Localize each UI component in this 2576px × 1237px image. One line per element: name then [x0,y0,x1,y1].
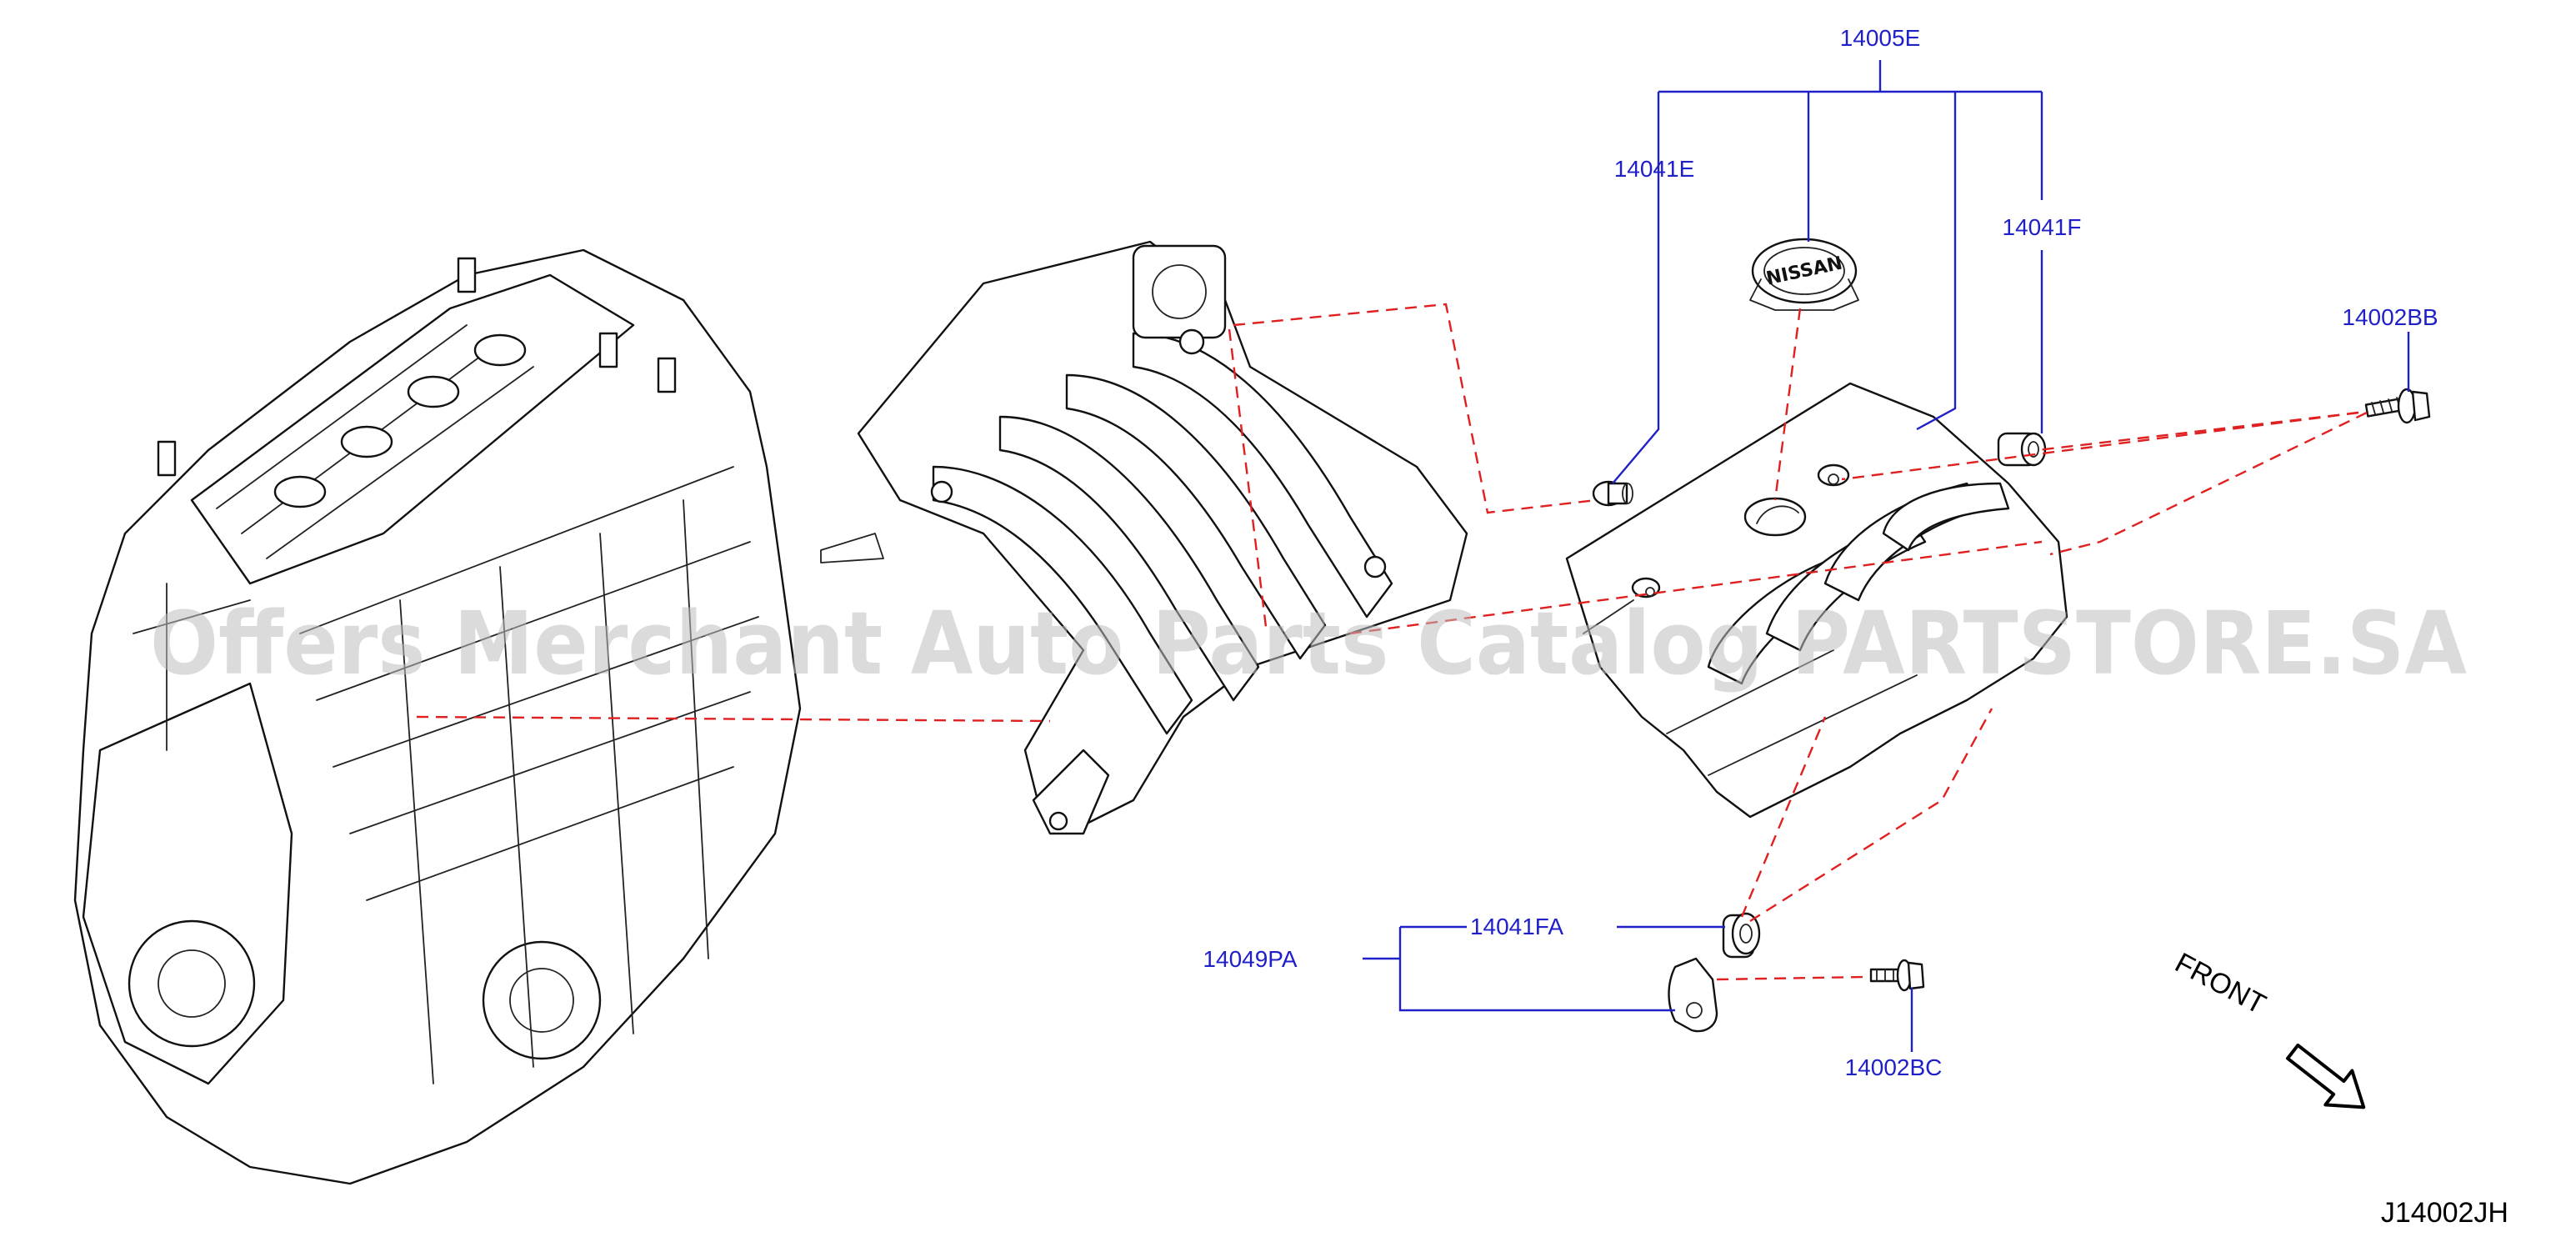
bolt-14002bc [1869,959,1925,992]
watermark-text: Offers Merchant Auto Parts Catalog PARTS… [150,593,2467,694]
part-labels: 14005E 14041E 14041F 14002BB 14041FA 140… [1203,25,2438,1080]
grommet-14041fa [1722,912,1761,959]
leader-lines [1363,60,2410,1052]
front-label: FRONT [2170,947,2271,1021]
diagram-code: J14002JH [2381,1197,2508,1229]
label-14041fa[interactable]: 14041FA [1470,914,1563,939]
assembly-dashed-lines [416,303,2368,981]
label-14002bb[interactable]: 14002BB [2342,304,2438,330]
grommet-14041f [1997,432,2047,467]
bolt-14002bb [2364,388,2431,424]
label-14005e[interactable]: 14005E [1840,25,1921,51]
front-indicator: FRONT [2170,947,2366,1109]
intake-manifold [820,240,1468,835]
front-arrow-icon [2285,1043,2366,1109]
bracket-14049pa [1668,957,1718,1033]
engine-cover [1565,382,2068,819]
nissan-badge-cap: NISSAN [1749,238,1859,311]
label-14041f[interactable]: 14041F [2003,214,2082,240]
grommet-14041e [1592,480,1633,507]
label-14049pa[interactable]: 14049PA [1203,946,1297,972]
label-14041e[interactable]: 14041E [1614,156,1695,182]
label-14002bc[interactable]: 14002BC [1845,1054,1943,1080]
